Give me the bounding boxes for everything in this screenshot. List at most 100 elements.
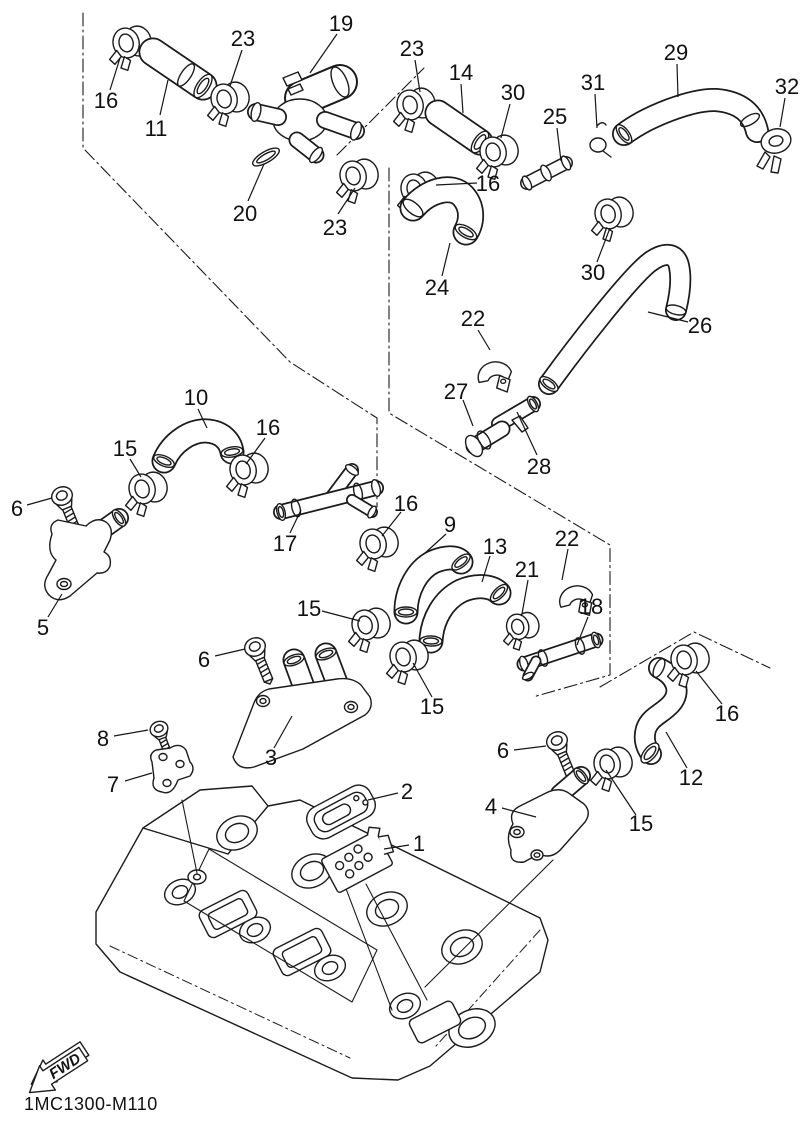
callout-leader-15 <box>605 769 637 816</box>
callout-leader-3 <box>273 715 293 749</box>
part-callout-6: 6 <box>11 496 23 521</box>
callout-leader-16 <box>245 437 266 465</box>
part-callout-16: 16 <box>256 415 280 440</box>
callout-leader-31 <box>594 93 598 129</box>
callout-leader-16 <box>109 57 121 91</box>
callout-leader-2 <box>367 792 399 801</box>
part-10-elbow-hose <box>151 418 245 474</box>
part-callout-16: 16 <box>94 88 118 113</box>
part-13-elbow-hose <box>418 574 512 654</box>
callout-leader-7 <box>124 772 153 782</box>
callout-leader-23 <box>337 187 356 215</box>
callout-leader-16 <box>695 670 723 705</box>
part-7-bracket <box>149 744 194 794</box>
callout-leader-30 <box>596 227 611 263</box>
callout-leader-10 <box>197 408 208 429</box>
part-callout-10: 10 <box>184 385 208 410</box>
callout-leader-12 <box>665 731 688 769</box>
part-31-clip <box>589 122 612 158</box>
part-callout-28: 28 <box>527 454 551 479</box>
part-14-tube <box>424 99 494 156</box>
part-4-cover <box>507 766 591 863</box>
part-callout-23: 23 <box>400 36 424 61</box>
part-callout-30: 30 <box>501 80 525 105</box>
callout-leader-20 <box>247 163 265 202</box>
part-20-washer <box>252 147 280 167</box>
part-callout-15: 15 <box>113 436 137 461</box>
part-callout-4: 4 <box>485 794 497 819</box>
callout-leader-11 <box>159 79 169 116</box>
part-callout-16: 16 <box>715 701 739 726</box>
part-callout-18: 18 <box>579 594 603 619</box>
callout-leader-15 <box>321 610 361 622</box>
callout-leader-6 <box>513 745 547 751</box>
part-6-bolt <box>241 634 281 689</box>
part-19-air-cut-valve <box>247 64 365 164</box>
part-callout-22: 22 <box>555 526 579 551</box>
callout-leader-13 <box>481 555 491 583</box>
part-1-reed-valve <box>321 826 395 893</box>
part-callout-23: 23 <box>323 215 347 240</box>
position-lines <box>181 799 554 1011</box>
part-callout-31: 31 <box>581 70 605 95</box>
part-callout-6: 6 <box>198 647 210 672</box>
part-2-plate <box>305 784 377 840</box>
callout-leader-24 <box>441 242 451 277</box>
fwd-arrow: FWD <box>28 1041 90 1094</box>
part-callout-16: 16 <box>476 171 500 196</box>
part-callout-24: 24 <box>425 275 449 300</box>
part-18-pipe <box>516 631 604 682</box>
part-27-plug <box>464 420 511 458</box>
part-9-elbow-hose <box>393 545 474 625</box>
part-callout-32: 32 <box>775 74 799 99</box>
part-callout-19: 19 <box>329 11 353 36</box>
callout-leader-6 <box>26 497 53 506</box>
callout-leader-28 <box>516 411 538 456</box>
part-callout-5: 5 <box>37 615 49 640</box>
callout-leader-16 <box>381 511 402 537</box>
callout-leader-30 <box>500 103 511 139</box>
callout-leader-32 <box>779 97 786 128</box>
callout-leader-22 <box>561 548 569 581</box>
callout-leader-6 <box>214 648 246 657</box>
part-callout-1: 1 <box>413 831 425 856</box>
part-callout-8: 8 <box>97 726 109 751</box>
callout-leader-5 <box>47 593 63 618</box>
part-callout-16: 16 <box>394 491 418 516</box>
part-callout-27: 27 <box>444 379 468 404</box>
part-26-hose <box>538 244 692 395</box>
part-15-clamp <box>341 603 397 657</box>
callout-leader-23 <box>414 59 421 93</box>
callout-leader-25 <box>556 127 562 162</box>
part-callout-15: 15 <box>629 811 653 836</box>
part-25-pipe-joint <box>520 155 573 191</box>
callout-leader-9 <box>423 533 447 555</box>
part-24-elbow-hose <box>399 176 484 246</box>
part-callout-30: 30 <box>581 260 605 285</box>
part-callout-12: 12 <box>679 765 703 790</box>
callout-leader-19 <box>309 33 338 74</box>
callout-leader-23 <box>229 49 243 87</box>
callout-leader-14 <box>460 83 464 114</box>
part-12-hose <box>633 657 688 765</box>
part-23-clamp <box>329 154 385 208</box>
part-callout-9: 9 <box>444 512 456 537</box>
diagram-code: 1MC1300-M110 <box>24 1094 158 1114</box>
callout-leader-22 <box>477 329 491 351</box>
part-callout-21: 21 <box>515 557 539 582</box>
callout-layer: 1611231920232314302531293216243026222728… <box>11 11 799 856</box>
callout-leader-16 <box>435 182 478 186</box>
part-16-clamp <box>349 522 405 576</box>
part-callout-13: 13 <box>483 534 507 559</box>
part-callout-20: 20 <box>233 201 257 226</box>
part-callout-25: 25 <box>543 104 567 129</box>
part-callout-26: 26 <box>688 313 712 338</box>
part-callout-29: 29 <box>664 40 688 65</box>
part-callout-22: 22 <box>461 306 485 331</box>
callout-leader-15 <box>412 662 433 698</box>
part-32-clip <box>756 128 792 174</box>
callout-leader-26 <box>647 311 689 323</box>
part-30-clamp <box>584 192 640 246</box>
part-callout-17: 17 <box>273 531 297 556</box>
